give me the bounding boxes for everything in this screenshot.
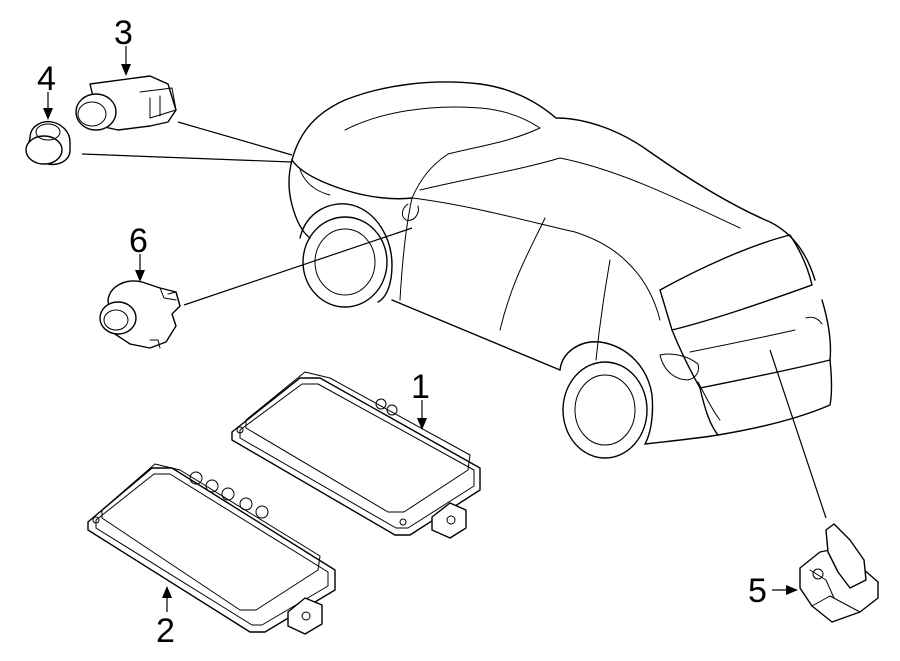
callout-4: 4 [37, 60, 56, 98]
leader-line-5 [769, 349, 827, 519]
callout-2: 2 [156, 612, 175, 650]
callout-6: 6 [129, 222, 148, 260]
control-module-part-1[interactable] [231, 371, 481, 539]
sensor-cap-part-4[interactable] [25, 120, 71, 166]
callout-5: 5 [748, 572, 767, 610]
vehicle-suv-illustration [288, 81, 833, 459]
leader-line-6 [183, 227, 413, 306]
park-sensor-part-3[interactable] [75, 75, 177, 131]
rear-camera-part-5[interactable] [799, 523, 879, 623]
leader-lines [81, 121, 827, 519]
leader-line-3 [177, 121, 293, 156]
callout-arrows [43, 46, 798, 612]
side-sensor-part-6[interactable] [99, 280, 181, 349]
callout-3: 3 [114, 14, 133, 52]
control-module-part-2[interactable] [87, 463, 336, 635]
leader-line-4 [81, 153, 293, 163]
callout-1: 1 [411, 368, 430, 406]
